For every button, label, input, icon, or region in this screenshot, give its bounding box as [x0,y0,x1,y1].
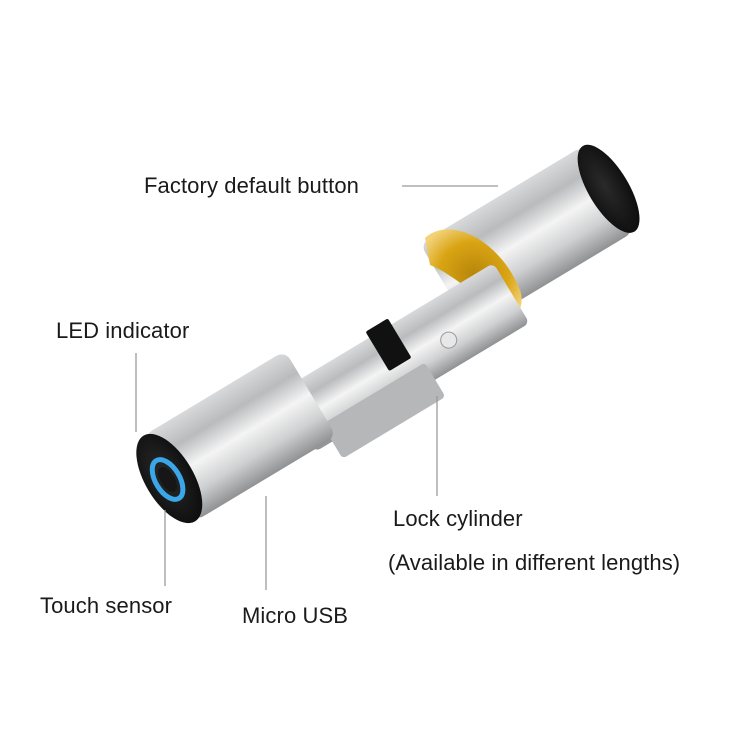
right-end-cap [577,144,640,233]
label-lock-cylinder: Lock cylinder [393,506,523,531]
label-touch-sensor: Touch sensor [40,593,173,618]
label-available-lengths: (Available in different lengths) [388,550,681,575]
cam-slot [366,319,411,371]
label-factory-default-button: Factory default button [144,173,359,198]
touch-sensor-ring [149,457,186,502]
label-micro-usb: Micro USB [242,603,349,628]
label-led-indicator: LED indicator [56,318,190,343]
lock-cylinder-body [281,265,528,458]
leader-lines [135,185,498,590]
factory-reset-hole [440,331,458,349]
left-knob [136,354,333,524]
